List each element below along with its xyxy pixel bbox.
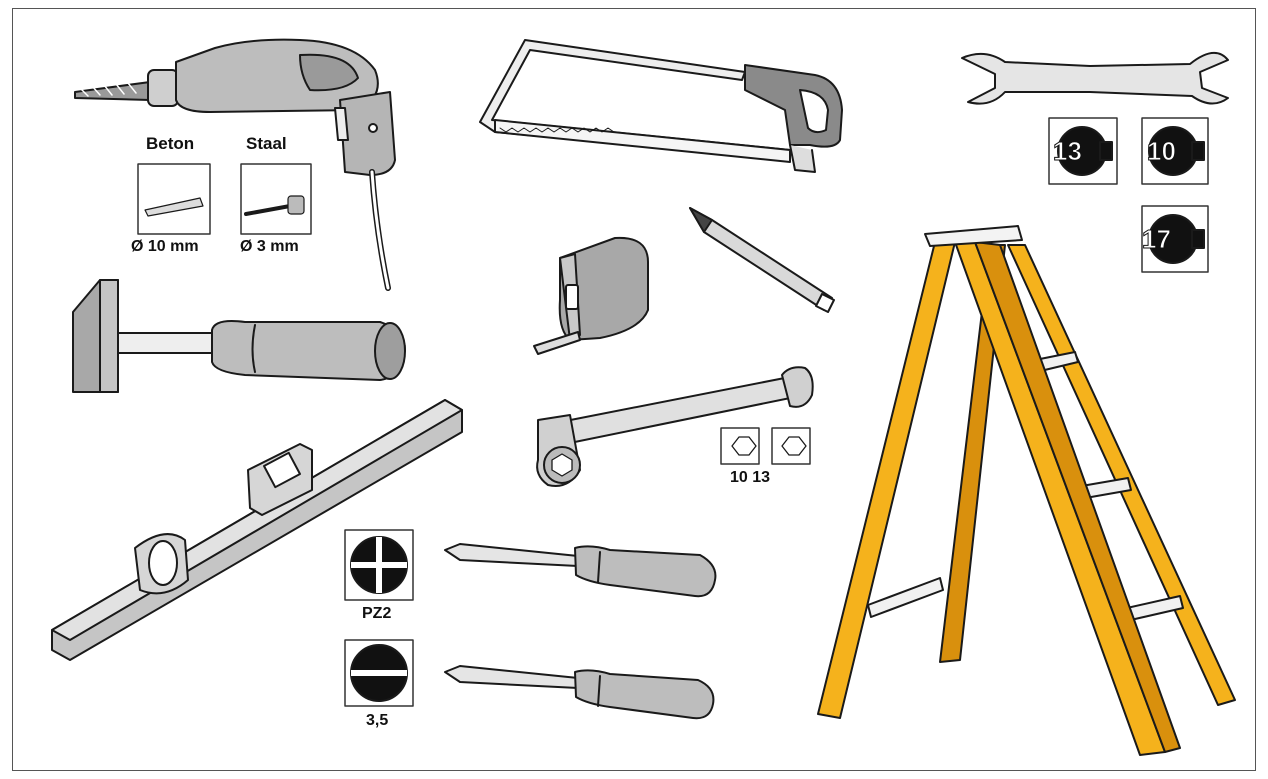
phillips-screwdriver-icon xyxy=(444,543,717,598)
flat-label: 3,5 xyxy=(366,712,389,729)
wrench-size-10: 10 xyxy=(1147,136,1177,167)
wrench-size-13: 13 xyxy=(1053,136,1083,167)
concrete-bit-size: Ø 10 mm xyxy=(131,238,199,255)
spirit-level-icon xyxy=(51,399,463,661)
socket-wrench-icon xyxy=(536,366,814,487)
instruction-frame xyxy=(12,8,1256,771)
steel-label: Staal xyxy=(246,134,287,153)
wrench-size-17: 17 xyxy=(1142,224,1172,255)
drill-icon xyxy=(74,38,396,291)
step-ladder-icon xyxy=(817,225,1236,756)
steel-bit-icon xyxy=(244,204,292,216)
hammer-icon xyxy=(72,279,406,393)
pencil-icon xyxy=(689,207,835,313)
concrete-label: Beton xyxy=(146,134,195,153)
masonry-bit-icon xyxy=(144,197,204,217)
tape-measure-icon xyxy=(533,236,649,355)
socket-sizes: 10 13 xyxy=(730,469,771,486)
socket-size-box-13 xyxy=(771,427,811,465)
hex-nut-icon xyxy=(781,436,807,456)
hex-nut-icon xyxy=(731,436,757,456)
flat-screwdriver-icon xyxy=(444,665,715,720)
phillips-label: PZ2 xyxy=(362,605,392,622)
hacksaw-icon xyxy=(479,39,843,173)
steel-bit-size: Ø 3 mm xyxy=(240,238,299,255)
open-end-wrench-icon xyxy=(961,52,1229,105)
